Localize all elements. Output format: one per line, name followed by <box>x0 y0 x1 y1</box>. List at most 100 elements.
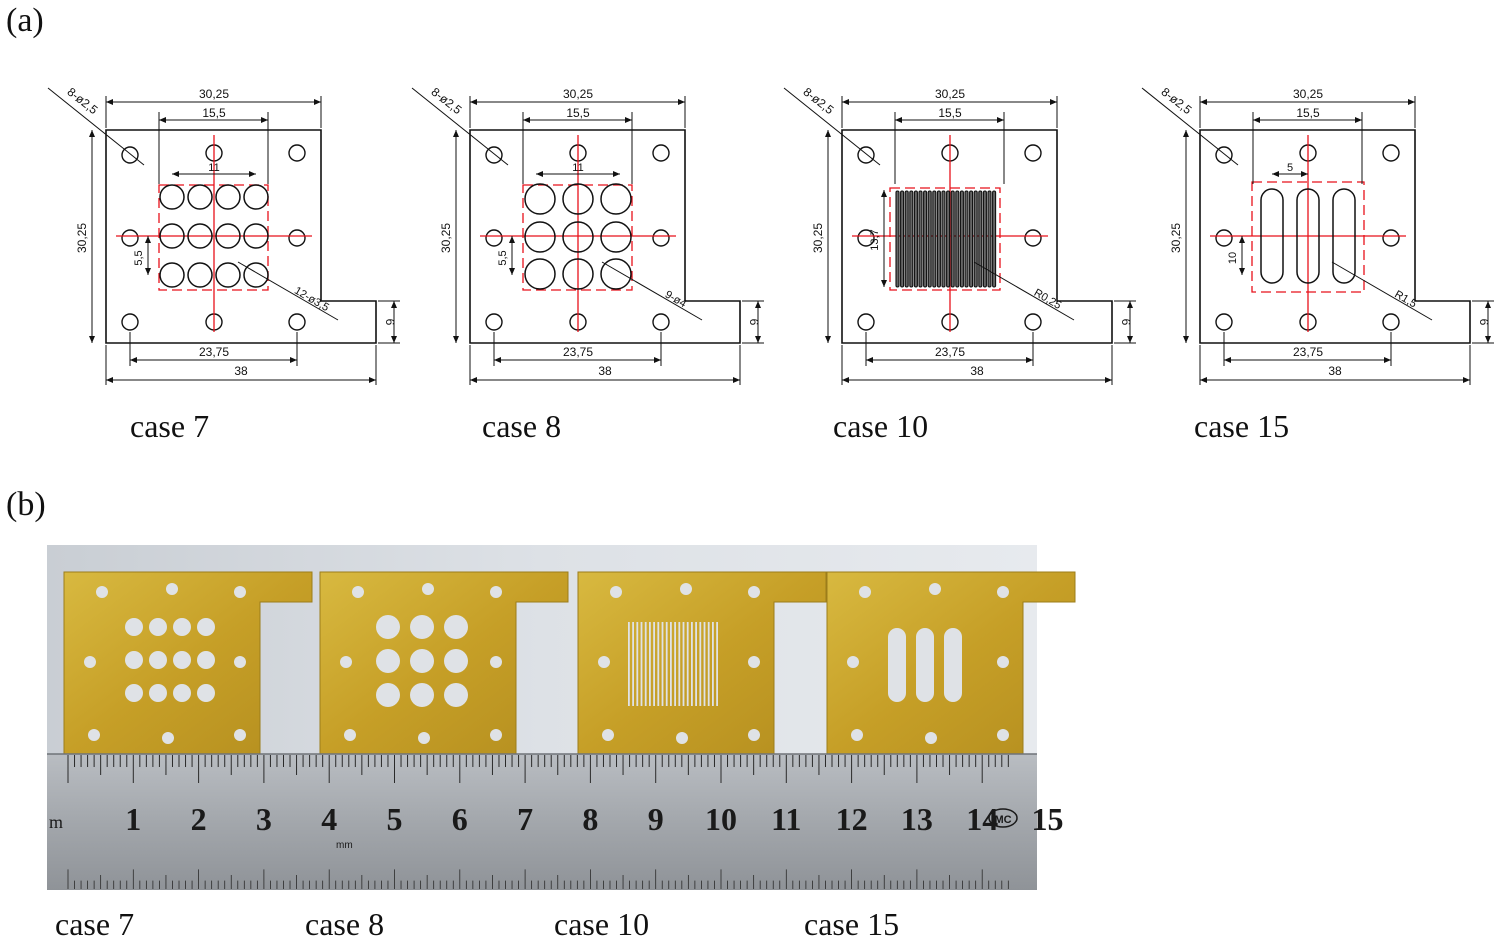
pattern-hole <box>444 615 468 639</box>
pattern-slit <box>992 190 997 288</box>
pattern-slit <box>665 622 668 706</box>
pattern-slit <box>628 622 630 706</box>
pattern-slit <box>678 622 681 706</box>
mounting-hole <box>121 229 139 247</box>
pattern-hole <box>562 221 594 253</box>
ruler-number: 4 <box>321 801 337 837</box>
pattern-slot <box>1296 188 1320 284</box>
pattern-hole <box>197 618 215 636</box>
pattern-hole <box>173 684 191 702</box>
pattern-slit <box>661 622 664 706</box>
dim-total-width: 38 <box>234 364 248 378</box>
dim-total-width: 38 <box>598 364 612 378</box>
dim-height: 30,25 <box>1169 223 1183 253</box>
callout-mount-holes: 8-ø2,5 <box>64 85 100 118</box>
mounting-hole <box>1382 313 1400 331</box>
pattern-slit <box>695 622 697 706</box>
technical-drawings: 30,2515,530,25623,75388-ø2,512-ø3,5115,5… <box>47 85 1494 385</box>
pattern-hole <box>410 615 434 639</box>
pattern-slot <box>944 628 962 702</box>
dim-total-width: 38 <box>1328 364 1342 378</box>
pattern-slot <box>888 628 906 702</box>
dim-pattern-pitch: 5,5 <box>497 250 509 265</box>
mounting-hole <box>652 229 670 247</box>
ruler-brand: MC <box>994 814 1011 826</box>
dim-tab: 6 <box>383 319 397 326</box>
mounting-hole <box>234 729 246 741</box>
ruler-brand-mark <box>988 808 1018 828</box>
pattern-slit <box>936 190 941 288</box>
mounting-hole <box>234 586 246 598</box>
dim-pattern-spacing: 11 <box>208 162 219 174</box>
mounting-hole <box>418 732 430 744</box>
dim-tab: 6 <box>1477 319 1491 326</box>
pattern-slit <box>913 190 918 288</box>
mounting-hole <box>602 729 614 741</box>
mounting-hole <box>857 313 875 331</box>
ruler-number: 11 <box>771 801 801 837</box>
pattern-hole <box>410 683 434 707</box>
mounting-hole <box>1215 229 1233 247</box>
dim-inner-width: 15,5 <box>938 106 962 120</box>
brass-plate-case-7 <box>63 571 313 755</box>
photo-case-label-8: case 8 <box>305 906 385 942</box>
pattern-slit <box>927 190 932 288</box>
pattern-hole <box>187 184 213 210</box>
pattern-slit <box>712 622 714 706</box>
mounting-hole <box>1215 146 1233 164</box>
pattern-hole <box>159 184 185 210</box>
mounting-hole <box>84 656 96 668</box>
pattern-slit <box>900 190 905 288</box>
pattern-hole <box>149 651 167 669</box>
pattern-slit <box>941 190 946 288</box>
mounting-hole <box>748 656 760 668</box>
drawing-case-label-8: case 8 <box>482 408 562 444</box>
leader-line <box>783 87 881 166</box>
mounting-hole <box>234 656 246 668</box>
pattern-slit <box>649 622 651 706</box>
ruler-number: 2 <box>191 801 207 837</box>
pattern-slit <box>904 190 909 288</box>
plate-outline <box>469 129 741 344</box>
dim-inner-width: 15,5 <box>566 106 590 120</box>
pattern-slit <box>703 622 706 706</box>
callout-mount-holes: 8-ø2,5 <box>428 85 464 118</box>
dim-pattern-spacing: 5 <box>1287 162 1293 174</box>
mounting-hole <box>929 583 941 595</box>
dim-top-width: 30,25 <box>199 87 229 101</box>
ruler-number: 3 <box>256 801 272 837</box>
mounting-hole <box>166 583 178 595</box>
pattern-slit <box>716 622 718 706</box>
mounting-hole <box>485 313 503 331</box>
pattern-hole <box>524 221 556 253</box>
mounting-hole <box>1024 313 1042 331</box>
mounting-hole <box>610 586 622 598</box>
pattern-hole <box>376 615 400 639</box>
mounting-hole <box>652 313 670 331</box>
ruler-number: 5 <box>387 801 403 837</box>
pattern-slot <box>1260 188 1284 284</box>
pattern-hole <box>187 262 213 288</box>
pattern-slit <box>653 622 655 706</box>
pattern-hole <box>243 184 269 210</box>
ruler-number: 7 <box>517 801 533 837</box>
dim-height: 30,25 <box>75 223 89 253</box>
brass-plate-case-15 <box>826 571 1076 755</box>
leader-line <box>601 261 703 321</box>
mounting-hole <box>1382 144 1400 162</box>
mounting-hole <box>997 729 1009 741</box>
mounting-hole <box>748 586 760 598</box>
mounting-hole <box>490 656 502 668</box>
pattern-slit <box>946 190 951 288</box>
pattern-hole <box>159 223 185 249</box>
pattern-slit <box>699 622 702 706</box>
pattern-slit <box>964 190 969 288</box>
pattern-hole <box>376 683 400 707</box>
mounting-hole <box>676 732 688 744</box>
pattern-boundary <box>158 184 269 291</box>
pattern-slit <box>644 622 647 706</box>
pattern-hole <box>243 262 269 288</box>
mounting-hole <box>485 146 503 164</box>
